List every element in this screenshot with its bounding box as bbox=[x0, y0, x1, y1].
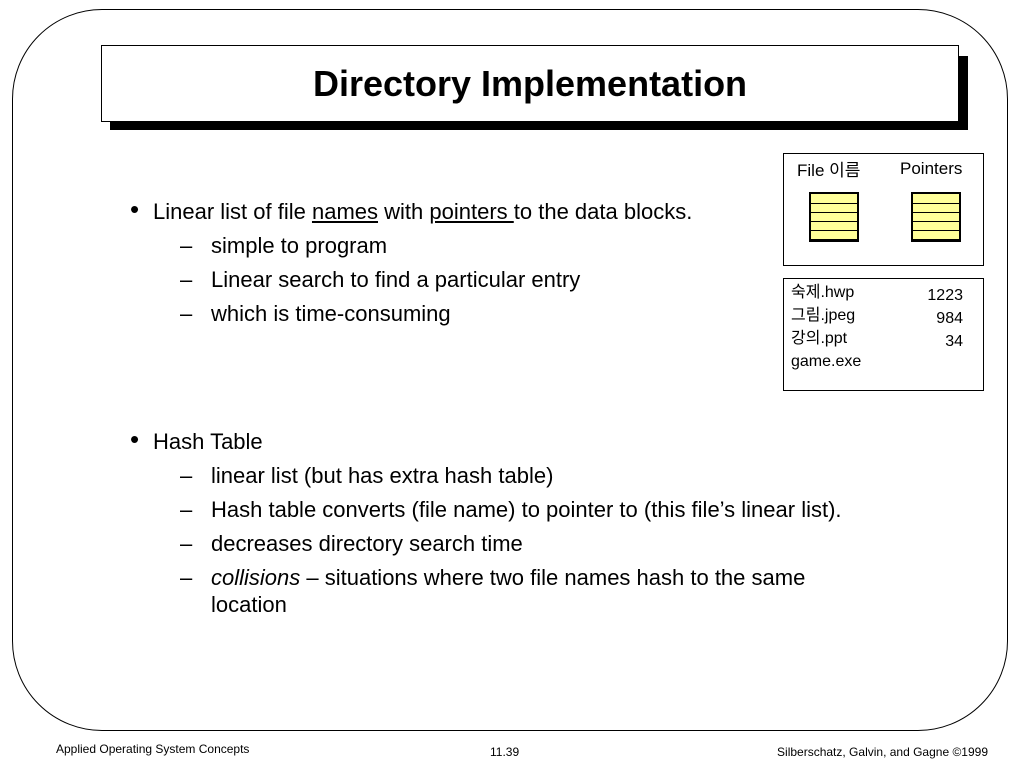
subitem-text: simple to program bbox=[211, 233, 388, 258]
bullet-text: Hash Table bbox=[153, 429, 263, 454]
slide-frame bbox=[12, 9, 1008, 731]
file-name-entry: 그림.jpeg bbox=[791, 307, 856, 324]
dash-marker: – bbox=[180, 267, 193, 292]
subitem-text: collisions – situations where two file n… bbox=[211, 565, 805, 591]
file-name-entry: 강의.ppt bbox=[791, 330, 848, 347]
slide-title: Directory Implementation bbox=[312, 62, 748, 104]
file-name-block-icon bbox=[809, 192, 859, 242]
pointers-header: Pointers bbox=[900, 159, 963, 178]
bullet-text-part: with bbox=[378, 199, 430, 224]
pointers-underlined: pointers bbox=[429, 199, 514, 224]
title-box: Directory Implementation bbox=[101, 45, 959, 122]
directory-diagram-headers: File 이름 Pointers bbox=[783, 153, 984, 266]
collisions-term: collisions bbox=[211, 565, 301, 590]
directory-entries-box: 숙제.hwp 그림.jpeg 강의.ppt game.exe 1223 984 … bbox=[783, 278, 984, 391]
bullet-text: Linear list of file names with pointers … bbox=[153, 199, 692, 225]
collisions-definition: – situations where two file names hash t… bbox=[300, 565, 806, 590]
dash-marker: – bbox=[180, 565, 193, 590]
file-name-entry: 숙제.hwp bbox=[791, 284, 855, 301]
dash-marker: – bbox=[180, 233, 193, 258]
bullet-dot: • bbox=[130, 424, 140, 454]
dash-marker: – bbox=[180, 463, 193, 488]
names-underlined: names bbox=[311, 199, 379, 224]
dash-marker: – bbox=[180, 531, 193, 556]
footer-course-title: Applied Operating System Concepts bbox=[56, 742, 250, 756]
pointer-block-icon bbox=[911, 192, 961, 242]
subitem-text: which is time-consuming bbox=[211, 301, 451, 326]
dash-marker: – bbox=[180, 301, 193, 326]
subitem-text: Hash table converts (file name) to point… bbox=[211, 497, 842, 522]
subitem-text: linear list (but has extra hash table) bbox=[211, 463, 554, 488]
pointer-entry: 34 bbox=[945, 333, 963, 350]
bullet-text-part: Linear list of file bbox=[153, 199, 312, 224]
bullet-dot: • bbox=[130, 194, 140, 224]
file-names-list: 숙제.hwp 그림.jpeg 강의.ppt game.exe bbox=[791, 281, 861, 373]
pointer-entry: 1223 bbox=[927, 287, 963, 304]
footer-copyright: Silberschatz, Galvin, and Gagne ©1999 bbox=[777, 745, 988, 759]
subitem-text: decreases directory search time bbox=[211, 531, 523, 556]
pointers-list: 1223 984 34 bbox=[927, 284, 963, 353]
bullet-text-part: to the data blocks. bbox=[513, 199, 693, 224]
footer-slide-number: 11.39 bbox=[490, 745, 520, 759]
file-name-entry: game.exe bbox=[791, 353, 862, 370]
subitem-text: Linear search to find a particular entry bbox=[211, 267, 581, 292]
subitem-text: location bbox=[211, 592, 287, 617]
file-name-header: File 이름 bbox=[797, 161, 861, 180]
dash-marker: – bbox=[180, 497, 193, 522]
pointer-entry: 984 bbox=[936, 310, 963, 327]
